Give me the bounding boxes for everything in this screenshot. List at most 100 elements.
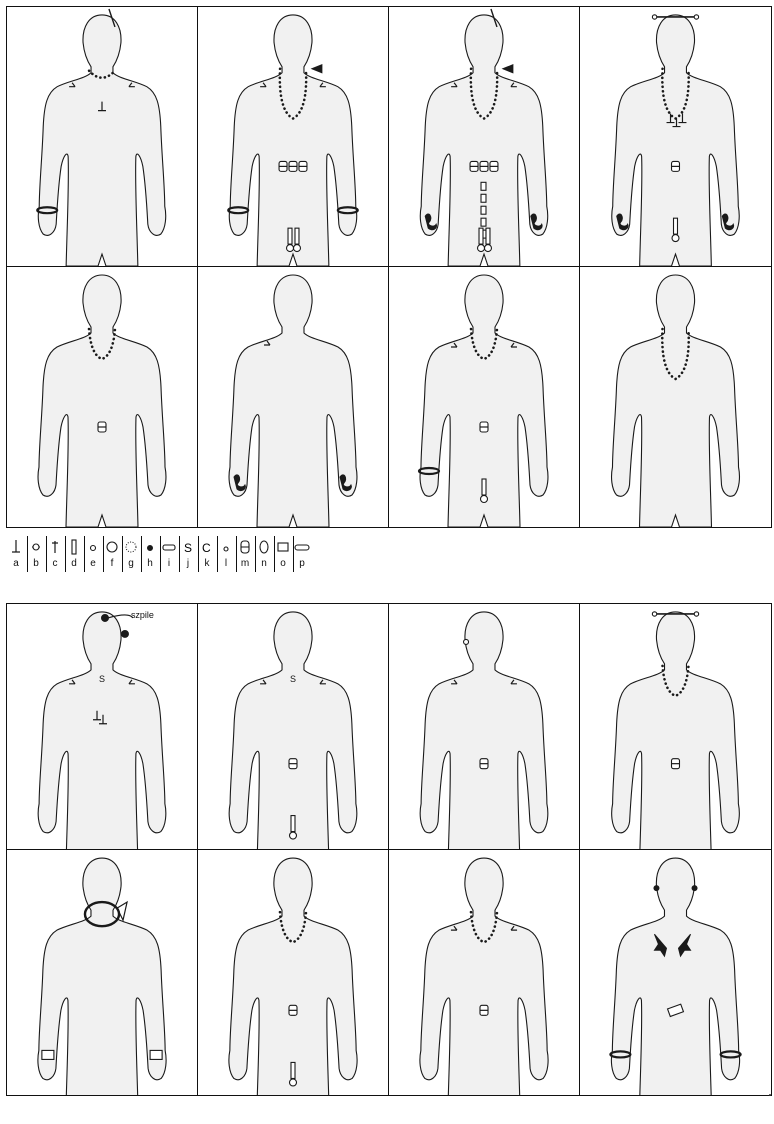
- small-bead-icon: [218, 538, 234, 556]
- figure-group: [420, 612, 548, 849]
- legend-key-label: i: [161, 558, 177, 570]
- chain-link-icon: [481, 182, 486, 190]
- legend-item: f: [103, 536, 120, 572]
- figure-group: S: [229, 612, 357, 849]
- figure-3: [389, 7, 579, 266]
- figure-15: [389, 850, 579, 1096]
- earring-icon: [654, 885, 659, 890]
- figure-panel-8: [580, 267, 771, 527]
- ornament-legend: abcdefghiSjCklmnop: [8, 536, 328, 572]
- figure-1: [7, 7, 197, 266]
- legend-key-label: o: [275, 558, 291, 570]
- rectangle-plate-icon: [275, 538, 291, 556]
- figure-panel-5: [7, 267, 198, 527]
- figure-group: [229, 858, 357, 1095]
- glyph: [163, 545, 175, 550]
- body-silhouette: [420, 612, 548, 849]
- legend-item: o: [274, 536, 291, 572]
- wrist-plate-icon: [42, 1050, 54, 1059]
- glyph: [295, 545, 309, 550]
- body-silhouette: [229, 612, 357, 849]
- c-ring-icon: C: [199, 538, 215, 556]
- figure-panel-12: [580, 604, 771, 850]
- legend-key-label: p: [294, 558, 310, 570]
- hair-bar-end-icon: [694, 612, 698, 616]
- legend-item: h: [141, 536, 158, 572]
- legend-key-label: j: [180, 558, 196, 570]
- earring-icon: [692, 885, 697, 890]
- ring-icon: [104, 538, 120, 556]
- figure-panel-14: [198, 850, 389, 1096]
- hook-pin-icon: [47, 538, 63, 556]
- knife-ring-icon: [293, 245, 300, 252]
- legend-key-label: h: [142, 558, 158, 570]
- figure-2: [198, 7, 388, 266]
- figure-6: [198, 267, 388, 527]
- legend-key-label: l: [218, 558, 234, 570]
- figure-group: [38, 858, 166, 1095]
- figure-4: [580, 7, 771, 266]
- glyph: [33, 544, 39, 550]
- knife-ring-icon: [672, 235, 679, 242]
- figure-panel-9: szpileS: [7, 604, 198, 850]
- legend-item: l: [217, 536, 234, 572]
- chain-link-icon: [481, 218, 486, 226]
- legend-item: d: [65, 536, 82, 572]
- pin-icon: [8, 538, 24, 556]
- figure-panel-11: [389, 604, 580, 850]
- knife-ring-icon: [290, 832, 297, 839]
- glyph: [107, 542, 117, 552]
- knife-ring-icon: [481, 496, 488, 503]
- legend-item: m: [236, 536, 253, 572]
- figure-panel-10: S: [198, 604, 389, 850]
- glyph: [52, 541, 58, 553]
- body-silhouette: [420, 858, 548, 1095]
- earring-icon: [464, 639, 469, 644]
- legend-key-label: a: [8, 558, 24, 570]
- double-ring-buckle-icon: [237, 538, 253, 556]
- s-spiral-mark: S: [99, 674, 105, 684]
- glyph: [260, 541, 268, 553]
- legend-key-label: f: [104, 558, 120, 570]
- body-silhouette: [38, 858, 166, 1095]
- knife-icon: [674, 218, 678, 234]
- figure-8: [580, 267, 771, 527]
- knife-icon: [291, 1062, 295, 1078]
- ring-pin-icon: [28, 538, 44, 556]
- hair-bar-end-icon: [694, 15, 698, 19]
- glyph: [12, 540, 20, 552]
- wrist-plate-icon: [150, 1050, 162, 1059]
- figure-10: S: [198, 604, 388, 849]
- knife-ring-icon: [287, 245, 294, 252]
- figure-16: [580, 850, 771, 1096]
- figure-7: [389, 267, 579, 527]
- figure-panel-6: [198, 267, 389, 527]
- legend-key-label: n: [256, 558, 272, 570]
- figure-5: [7, 267, 197, 527]
- bead-icon: [142, 538, 158, 556]
- s-spiral-icon: S: [180, 538, 196, 556]
- legend-key-label: c: [47, 558, 63, 570]
- figure-group: [419, 275, 548, 527]
- legend-item: c: [46, 536, 63, 572]
- hairpin-head-icon: [121, 630, 128, 637]
- figure-panel-4: [580, 7, 771, 267]
- bar-pin-icon: [66, 538, 82, 556]
- hairpins-label: szpile: [131, 610, 154, 620]
- legend-item: e: [84, 536, 101, 572]
- glyph: C: [202, 541, 211, 555]
- hair-bar-end-icon: [652, 612, 656, 616]
- knife-ring-icon: [289, 1078, 296, 1085]
- body-silhouette: [38, 612, 166, 849]
- chain-link-icon: [481, 206, 486, 214]
- body-silhouette: [420, 15, 547, 266]
- figure-group: [420, 858, 548, 1095]
- legend-item: i: [160, 536, 177, 572]
- legend-key-label: k: [199, 558, 215, 570]
- body-silhouette: [229, 275, 357, 527]
- oval-ring-icon: [256, 538, 272, 556]
- figure-12: [580, 604, 771, 849]
